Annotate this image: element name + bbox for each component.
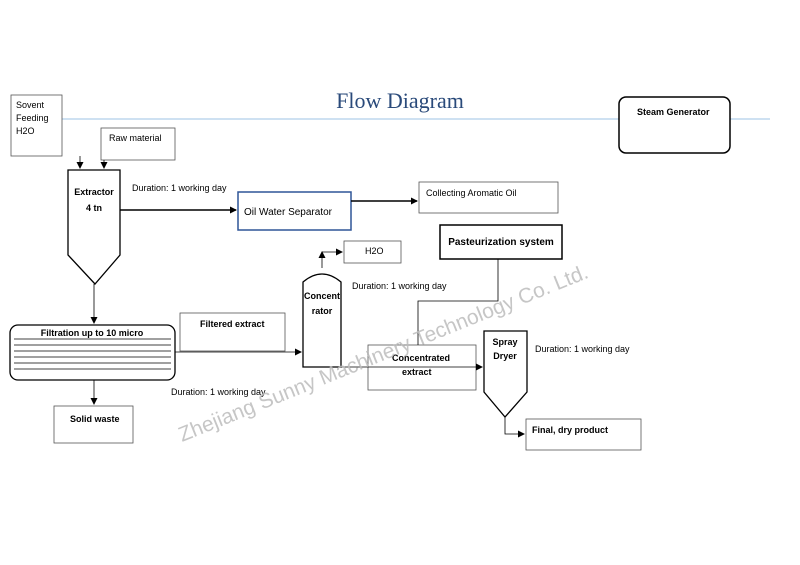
extractor-label-line2: 4 tn xyxy=(86,203,102,213)
page-title: Flow Diagram xyxy=(336,88,464,113)
line-pasteurization-to-flow xyxy=(417,259,499,345)
solid-waste-label: Solid waste xyxy=(70,414,120,424)
steam-generator-box: Steam Generator xyxy=(618,96,731,154)
steam-generator-label: Steam Generator xyxy=(637,107,710,117)
pasteurization-label: Pasteurization system xyxy=(448,237,554,248)
spray-dryer-vessel: Spray Dryer xyxy=(483,330,528,418)
final-product-box: Final, dry product xyxy=(525,418,642,451)
extractor-vessel: Extractor 4 tn xyxy=(67,169,121,285)
concentrator-duration: Duration: 1 working day xyxy=(352,281,447,291)
filtration-unit: Filtration up to 10 micro xyxy=(9,324,176,381)
solid-waste-box: Solid waste xyxy=(53,405,134,444)
filtration-duration: Duration: 1 working day xyxy=(171,387,266,397)
raw-material-box: Raw material xyxy=(100,127,176,161)
spray-dryer-duration: Duration: 1 working day xyxy=(535,344,630,354)
spray-dryer-label-line1: Spray xyxy=(492,337,517,347)
oil-water-separator-box: Oil Water Separator xyxy=(237,191,352,231)
spray-dryer-label-line2: Dryer xyxy=(493,351,517,361)
filtered-extract-box: Filtered extract xyxy=(179,312,286,352)
concentrator-vessel: Concent rator xyxy=(302,273,342,368)
solvent-label-line2: Feeding xyxy=(16,113,49,123)
pasteurization-box: Pasteurization system xyxy=(439,224,563,260)
filtered-extract-label: Filtered extract xyxy=(200,319,265,329)
extractor-label-line1: Extractor xyxy=(74,187,114,197)
connectors xyxy=(76,156,525,438)
concentrated-extract-label-line2: extract xyxy=(402,367,432,377)
aromatic-oil-box: Collecting Aromatic Oil xyxy=(418,181,559,214)
arrow-spray-dryer-to-final-product xyxy=(504,417,525,438)
h2o-box: H2O xyxy=(343,240,402,264)
h2o-label: H2O xyxy=(365,246,384,256)
aromatic-oil-label: Collecting Aromatic Oil xyxy=(426,188,517,198)
concentrated-extract-label-line1: Concentrated xyxy=(392,353,450,363)
solvent-label-line3: H2O xyxy=(16,126,35,136)
raw-material-label: Raw material xyxy=(109,133,162,143)
solvent-label-line1: Sovent xyxy=(16,100,45,110)
final-product-label: Final, dry product xyxy=(532,425,608,435)
concentrated-extract-box: Concentrated extract xyxy=(367,344,477,391)
concentrator-label-line1: Concent xyxy=(304,291,340,301)
filtration-label: Filtration up to 10 micro xyxy=(41,328,144,338)
oil-water-separator-label: Oil Water Separator xyxy=(244,207,333,218)
concentrator-label-line2: rator xyxy=(312,306,333,316)
extractor-duration: Duration: 1 working day xyxy=(132,183,227,193)
solvent-feeding-box: Sovent Feeding H2O xyxy=(10,94,63,157)
